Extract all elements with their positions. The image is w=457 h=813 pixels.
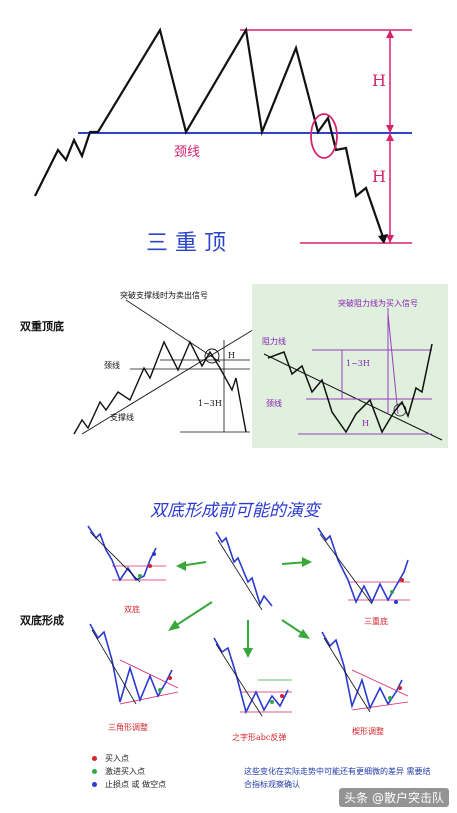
watermark: 头条 @散户突击队 xyxy=(339,788,449,807)
pattern-wedge: 楔形调整 xyxy=(321,631,409,736)
top-title: 三 重 顶 xyxy=(146,231,226,256)
double-top-bottom-label: 双重顶底 xyxy=(20,320,64,333)
aggressive-buy-marker xyxy=(92,769,97,774)
price-line xyxy=(34,26,386,241)
double-top-h: H xyxy=(228,351,235,360)
label-triple-bottom: 三重底 xyxy=(364,616,388,626)
evolution-title: 双底形成前可能的演变 xyxy=(150,501,322,521)
double-bottom-diagram: 突破阻力线为买入信号 阻力线 1~3H 颈线 H xyxy=(262,298,443,441)
evolution-diagram: 双底 三重底 三角形调整 之字形abc反弹 楔形调整 xyxy=(87,525,410,742)
evolution-title-svg: 双底形成前可能的演变 xyxy=(150,501,322,521)
double-bottom-signal-note: 突破阻力线为买入信号 xyxy=(338,298,418,308)
double-top-range: 1~3H xyxy=(198,399,222,408)
top-neckline-label: 颈线 xyxy=(174,145,200,160)
pattern-zigzag-abc: 之字形abc反弹 xyxy=(213,637,292,742)
pattern-triangle: 三角形调整 xyxy=(89,623,179,732)
pattern-triple-bottom: 三重底 xyxy=(317,527,410,626)
triple-top-diagram: H H 颈线 三 重 顶 xyxy=(34,26,412,256)
double-top-neckline-label: 颈线 xyxy=(104,360,120,370)
double-bottom-h: H xyxy=(362,419,369,428)
stop-loss-marker xyxy=(92,782,97,787)
legend-stop-loss: 止损点 或 做空点 xyxy=(105,780,167,789)
double-bottom-panel xyxy=(252,284,448,448)
label-zigzag-abc: 之字形abc反弹 xyxy=(232,732,286,742)
top-h-lower: H xyxy=(372,167,386,186)
double-bottom-formation-label: 双底形成 xyxy=(20,614,64,627)
buy-point-marker xyxy=(92,756,97,761)
double-top-support-label: 支撑线 xyxy=(110,412,134,422)
top-h-upper: H xyxy=(372,71,386,90)
label-wedge: 楔形调整 xyxy=(352,726,384,736)
legend-aggressive-buy: 激进买入点 xyxy=(105,767,145,776)
breakout-circle xyxy=(310,113,338,159)
legend-buy: 买入点 xyxy=(105,754,129,763)
label-triangle: 三角形调整 xyxy=(108,722,148,732)
double-top-signal-note: 突破支撑线时为卖出信号 xyxy=(120,290,208,300)
pattern-double-bottom: 双底 xyxy=(87,525,166,614)
support-line xyxy=(81,327,257,435)
legend: 买入点 激进买入点 止损点 或 做空点 xyxy=(92,752,166,791)
double-bottom-neckline-label: 颈线 xyxy=(266,398,282,408)
double-top-diagram: 突破支撑线时为卖出信号 颈线 支撑线 H 1~3H xyxy=(73,290,257,435)
label-double-bottom: 双底 xyxy=(124,604,140,614)
double-bottom-range: 1~3H xyxy=(346,359,370,368)
double-bottom-resistance-label: 阻力线 xyxy=(262,336,286,346)
note-text: 这些变化在实际走势中可能还有更细微的差异 需要结合指标观察确认 xyxy=(244,767,431,789)
